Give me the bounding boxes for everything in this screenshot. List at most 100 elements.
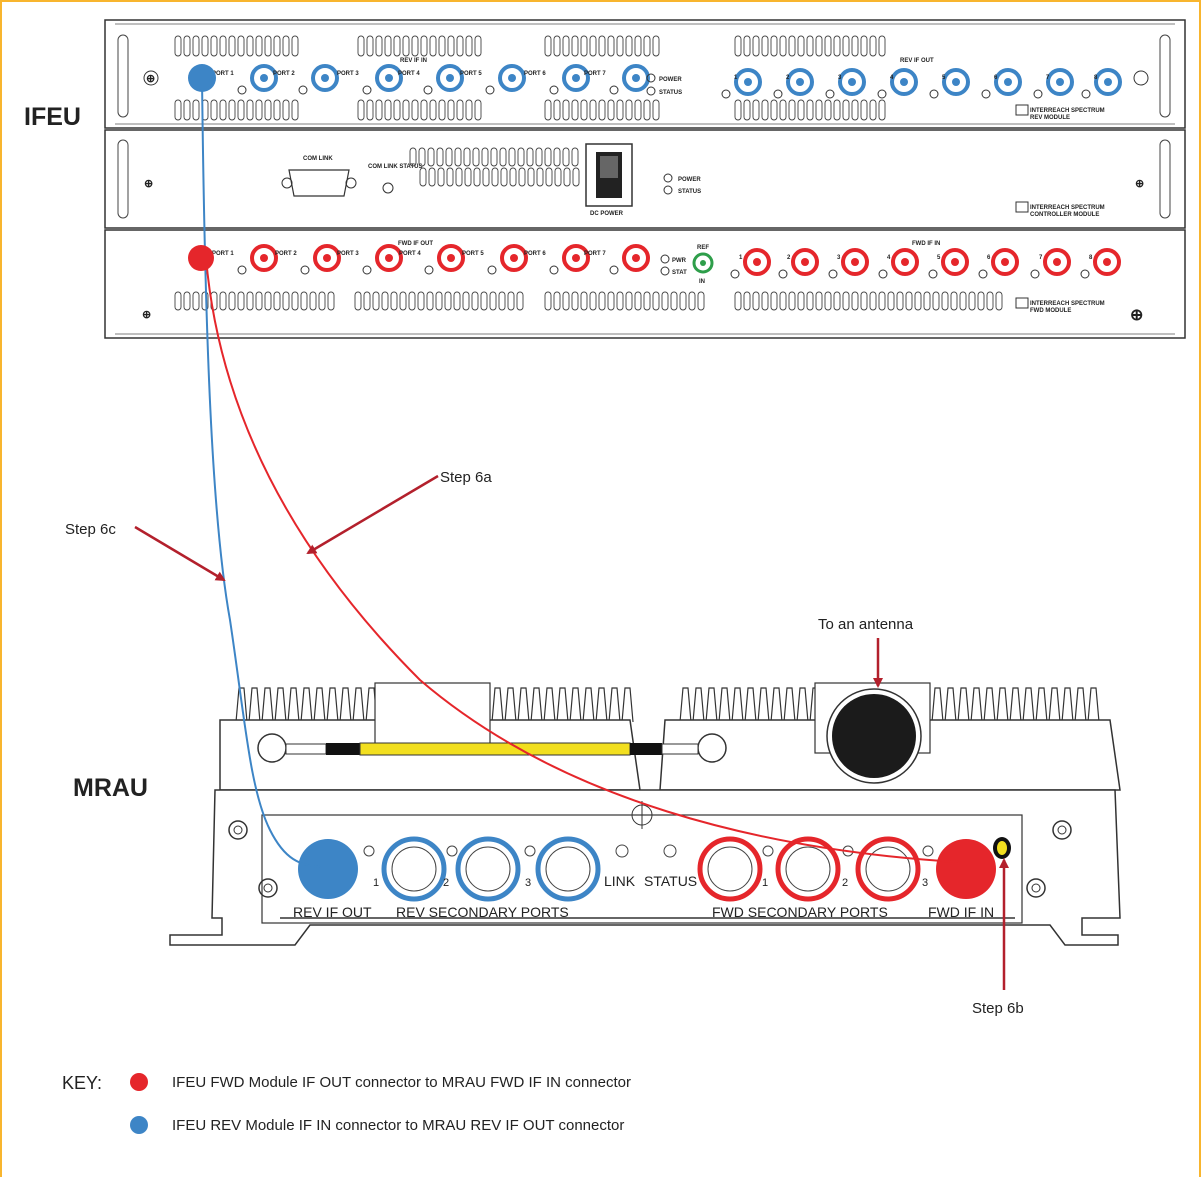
rev-if-in-port-6[interactable]: PORT 6 bbox=[524, 64, 590, 95]
ifeu-fwd-port1-connected[interactable] bbox=[188, 245, 214, 271]
fwd-secondary-ports-label: FWD SECONDARY PORTS bbox=[712, 904, 888, 920]
ctrl-power-led-label: POWER bbox=[678, 177, 701, 183]
rev-if-out-label: REV IF OUT bbox=[900, 58, 934, 64]
key-item-fwd: IFEU FWD Module IF OUT connector to MRAU… bbox=[130, 1073, 631, 1091]
mrau-rev-secondary-port-1[interactable] bbox=[381, 836, 447, 902]
mrau-rev-if-out-connector[interactable] bbox=[298, 839, 358, 899]
fwd-if-out-port-3[interactable]: PORT 3 bbox=[337, 244, 403, 275]
ref-in-connector[interactable] bbox=[692, 252, 714, 274]
svg-text:⊕: ⊕ bbox=[144, 178, 153, 190]
fwd-if-out-port-label-4: PORT 4 bbox=[399, 251, 421, 257]
dc-power-switch[interactable] bbox=[585, 143, 633, 207]
rev-if-out-port-1[interactable]: 1 bbox=[721, 68, 762, 99]
mrau-rev-secondary-port-2[interactable] bbox=[455, 836, 521, 902]
fwd-pwr-led-label: PWR bbox=[672, 258, 687, 264]
ifeu-controller-module: ⊕ ⊕ COM LINK COM LINK STATUS DC POWER PO… bbox=[104, 129, 1186, 229]
fwd-if-out-port-label-6: PORT 6 bbox=[524, 251, 546, 257]
rev-if-in-port-5[interactable]: PORT 5 bbox=[460, 64, 526, 95]
rev-if-in-port-7[interactable]: PORT 7 bbox=[584, 64, 650, 95]
rev-if-out-port-5[interactable]: 5 bbox=[929, 68, 970, 99]
rev-port-number-3: 3 bbox=[525, 877, 531, 889]
svg-text:⊕: ⊕ bbox=[142, 309, 151, 321]
svg-text:⊕: ⊕ bbox=[1130, 307, 1143, 324]
fwd-if-out-port-1[interactable]: PORT 1 bbox=[212, 244, 278, 275]
ref-label: REF bbox=[697, 245, 709, 251]
fwd-if-out-port-label-3: PORT 3 bbox=[337, 251, 359, 257]
rev-if-in-port-label-6: PORT 6 bbox=[524, 71, 546, 77]
mrau-jumper-cable bbox=[257, 733, 727, 763]
fwd-if-in-port-1[interactable]: 1 bbox=[730, 248, 771, 279]
rev-if-in-port-3[interactable]: PORT 3 bbox=[337, 64, 403, 95]
rev-if-in-port-2[interactable]: PORT 2 bbox=[273, 64, 339, 95]
fwd-if-in-port-8[interactable]: 8 bbox=[1080, 248, 1121, 279]
blue-dot-icon bbox=[130, 1116, 148, 1134]
fwd-vent-slots bbox=[174, 291, 1003, 311]
link-label: LINK bbox=[604, 873, 636, 889]
ctrl-module-name: CONTROLLER MODULE bbox=[1030, 212, 1099, 218]
fwd-if-in-port-label-2: 2 bbox=[787, 255, 791, 261]
rev-if-in-port-1[interactable]: PORT 1 bbox=[212, 64, 278, 95]
rev-if-out-port-8[interactable]: 8 bbox=[1081, 68, 1122, 99]
mrau-heat-sink-fins bbox=[235, 687, 1100, 723]
mrau-fwd-if-in-connector[interactable] bbox=[936, 839, 996, 899]
rev-if-out-port-label-6: 6 bbox=[994, 75, 998, 81]
fwd-if-out-port-4[interactable]: PORT 4 bbox=[399, 244, 465, 275]
fwd-if-out-port-5[interactable]: PORT 5 bbox=[462, 244, 528, 275]
step6c-arrow bbox=[134, 525, 226, 582]
ifeu-rev-port1-connected[interactable] bbox=[188, 64, 216, 92]
controller-vent-slots bbox=[409, 147, 580, 187]
fwd-if-in-port-2[interactable]: 2 bbox=[778, 248, 819, 279]
rev-if-out-port-6[interactable]: 6 bbox=[981, 68, 1022, 99]
antenna-connector[interactable] bbox=[826, 688, 922, 784]
fwd-if-in-port-3[interactable]: 3 bbox=[828, 248, 869, 279]
fwd-if-out-port-7[interactable]: PORT 7 bbox=[584, 244, 650, 275]
step6a-label: Step 6a bbox=[440, 469, 492, 486]
fwd-if-out-port-2[interactable]: PORT 2 bbox=[275, 244, 341, 275]
rev-if-in-port-label-3: PORT 3 bbox=[337, 71, 359, 77]
step6c-label: Step 6c bbox=[65, 521, 116, 538]
rev-if-in-port-4[interactable]: PORT 4 bbox=[398, 64, 464, 95]
rev-if-out-port-label-2: 2 bbox=[786, 75, 790, 81]
fwd-if-out-port-label-1: PORT 1 bbox=[212, 251, 234, 257]
rev-if-out-port-3[interactable]: 3 bbox=[825, 68, 866, 99]
fwd-if-in-port-label-1: 1 bbox=[739, 255, 743, 261]
status-label: STATUS bbox=[644, 873, 697, 889]
fwd-if-out-port-label-2: PORT 2 bbox=[275, 251, 297, 257]
ifeu-title: IFEU bbox=[24, 103, 81, 131]
rev-if-out-port-label-8: 8 bbox=[1094, 75, 1098, 81]
rev-if-out-port-label-3: 3 bbox=[838, 75, 842, 81]
com-link-connector[interactable] bbox=[281, 169, 357, 197]
key-item-rev: IFEU REV Module IF IN connector to MRAU … bbox=[130, 1116, 624, 1134]
antenna-label: To an antenna bbox=[818, 616, 914, 633]
fwd-if-in-port-label-7: 7 bbox=[1039, 255, 1043, 261]
mrau-rev-secondary-port-3[interactable] bbox=[535, 836, 601, 902]
fwd-if-out-port-label-5: PORT 5 bbox=[462, 251, 484, 257]
rev-if-out-label: REV IF OUT bbox=[293, 904, 372, 920]
rev-if-in-port-label-5: PORT 5 bbox=[460, 71, 482, 77]
fwd-if-in-port-4[interactable]: 4 bbox=[878, 248, 919, 279]
rev-if-out-port-4[interactable]: 4 bbox=[877, 68, 918, 99]
key-item-fwd-label: IFEU FWD Module IF OUT connector to MRAU… bbox=[172, 1073, 631, 1091]
fwd-stat-led-label: STAT bbox=[672, 270, 687, 276]
fwd-if-out-port-6[interactable]: PORT 6 bbox=[524, 244, 590, 275]
key-item-rev-label: IFEU REV Module IF IN connector to MRAU … bbox=[172, 1116, 625, 1134]
rev-if-out-port-7[interactable]: 7 bbox=[1033, 68, 1074, 99]
fwd-if-in-port-7[interactable]: 7 bbox=[1030, 248, 1071, 279]
blue-cable-rev bbox=[201, 77, 321, 868]
mrau-fwd-secondary-port-2[interactable] bbox=[775, 836, 841, 902]
rev-if-in-port-label-2: PORT 2 bbox=[273, 71, 295, 77]
rev-port-number-2: 2 bbox=[443, 877, 449, 889]
rev-if-out-port-2[interactable]: 2 bbox=[773, 68, 814, 99]
mrau-fwd-secondary-port-3[interactable] bbox=[855, 836, 921, 902]
fwd-if-in-port-6[interactable]: 6 bbox=[978, 248, 1019, 279]
fwd-if-in-port-5[interactable]: 5 bbox=[928, 248, 969, 279]
status-led bbox=[663, 844, 677, 858]
mrau-fwd-secondary-port-1[interactable] bbox=[697, 836, 763, 902]
fwd-if-out-label: FWD IF OUT bbox=[398, 241, 433, 247]
rev-if-in-port-label-7: PORT 7 bbox=[584, 71, 606, 77]
ctrl-brand-label: INTERREACH SPECTRUM bbox=[1030, 205, 1105, 211]
